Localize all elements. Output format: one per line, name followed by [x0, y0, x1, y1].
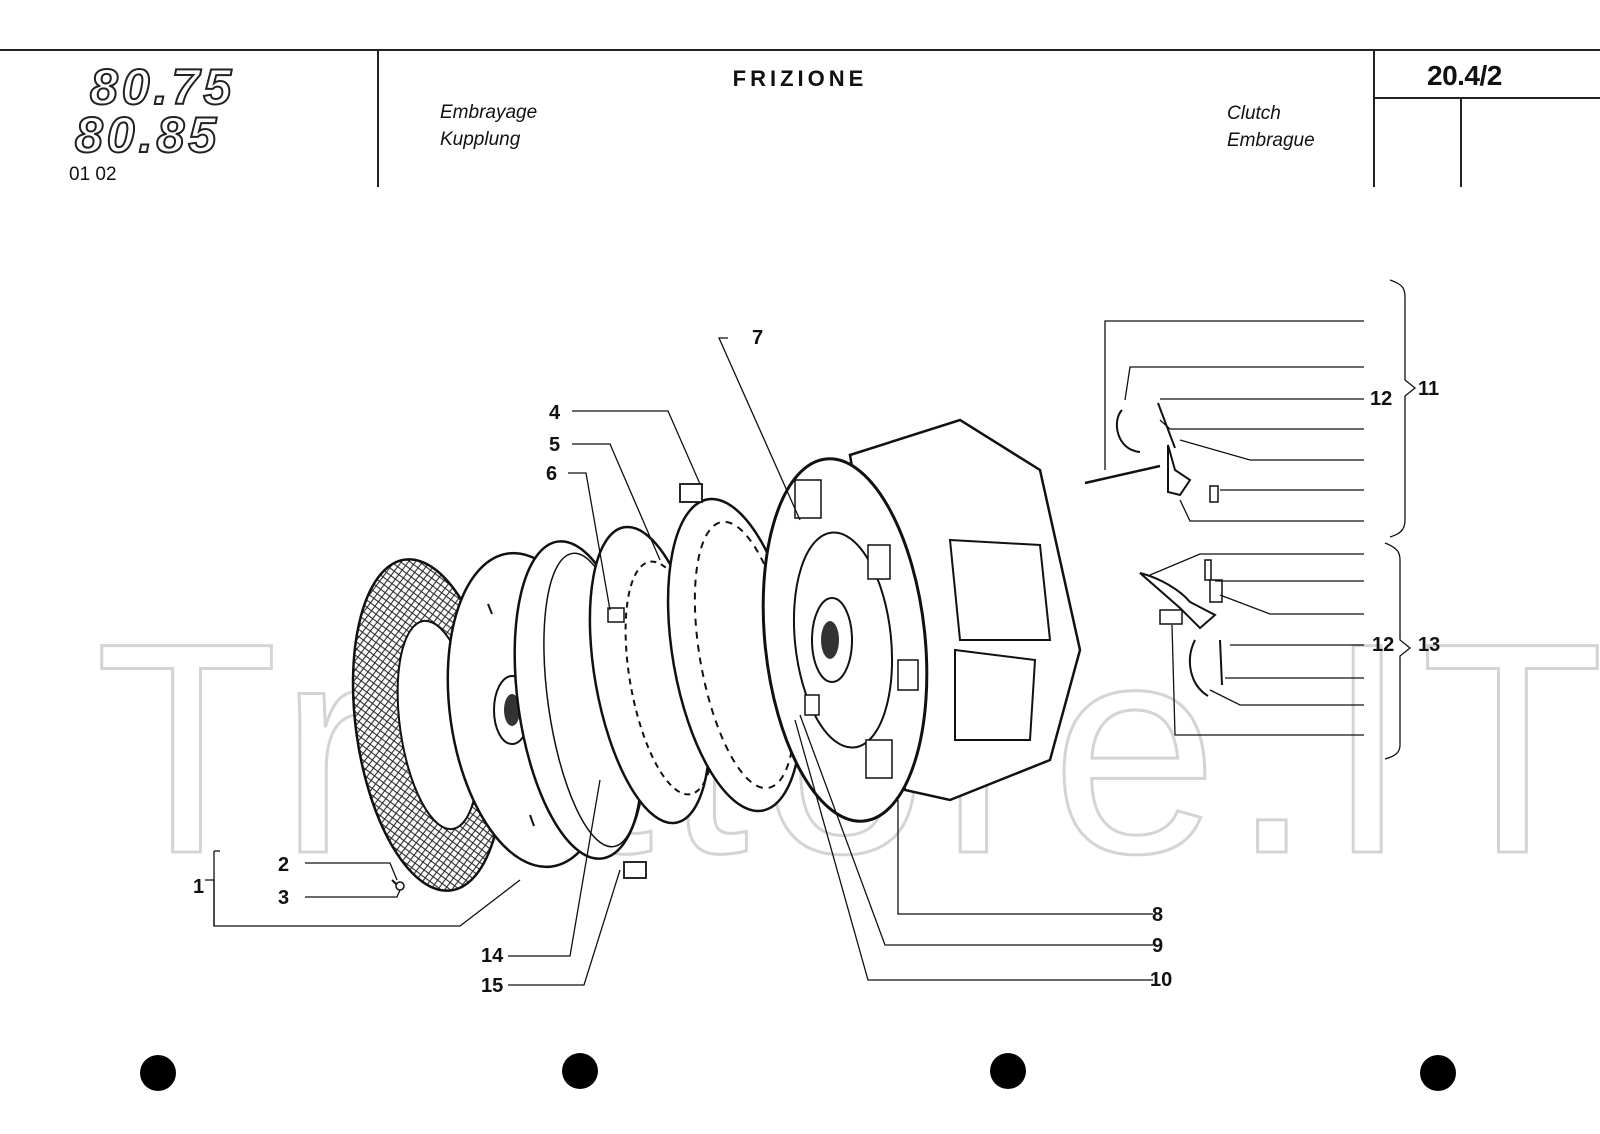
lever-assembly-upper: [1084, 402, 1219, 503]
binder-hole-1: [140, 1055, 176, 1091]
callout-3: 3: [278, 887, 290, 909]
model-80-85: 80.85: [74, 106, 221, 164]
model-logo-row-2: 80.85: [74, 106, 221, 164]
binder-hole-4: [1420, 1055, 1456, 1091]
callout-7: 7: [752, 327, 764, 349]
model-logo: 80.75 80.85: [70, 58, 370, 164]
callout-14: 14: [481, 945, 504, 967]
page-title: FRIZIONE: [732, 66, 868, 91]
page-reference: 20.4/2: [1427, 60, 1502, 91]
subtitle-de: Kupplung: [440, 129, 521, 150]
callout-5: 5: [549, 434, 561, 456]
header-divider-right: [1373, 49, 1375, 187]
subtitle-es: Embrague: [1227, 130, 1315, 151]
callout-9: 9: [1152, 935, 1164, 957]
callout-1: 1: [193, 876, 205, 898]
callout-2: 2: [278, 854, 290, 876]
lever-assembly-lower: [1139, 559, 1223, 697]
header-top-rule: [0, 49, 1600, 51]
callout-15: 15: [481, 975, 504, 997]
subtitle-fr: Embrayage: [440, 102, 538, 123]
callout-10: 10: [1150, 969, 1173, 991]
model-80-75: 80.75: [89, 58, 236, 116]
binder-hole-2: [562, 1053, 598, 1089]
leader-lines: [205, 279, 1417, 986]
doc-code: 01 02: [69, 164, 117, 185]
callout-6: 6: [546, 463, 558, 485]
callout-13: 13: [1418, 634, 1441, 656]
callout-12-upper: 12: [1370, 388, 1393, 410]
bolt: [391, 879, 405, 891]
clutch-housing: [761, 418, 1082, 823]
subtitle-en: Clutch: [1227, 103, 1281, 124]
callout-4: 4: [549, 402, 561, 424]
pageref-box-rule: [1373, 97, 1600, 99]
callout-11: 11: [1418, 378, 1440, 400]
callout-12-lower: 12: [1372, 634, 1395, 656]
callout-8: 8: [1152, 904, 1164, 926]
binder-hole-3: [990, 1053, 1026, 1089]
pageref-box-divider: [1460, 97, 1462, 187]
header-divider-left: [377, 49, 379, 187]
model-logo-row-1: 80.75: [89, 58, 236, 116]
